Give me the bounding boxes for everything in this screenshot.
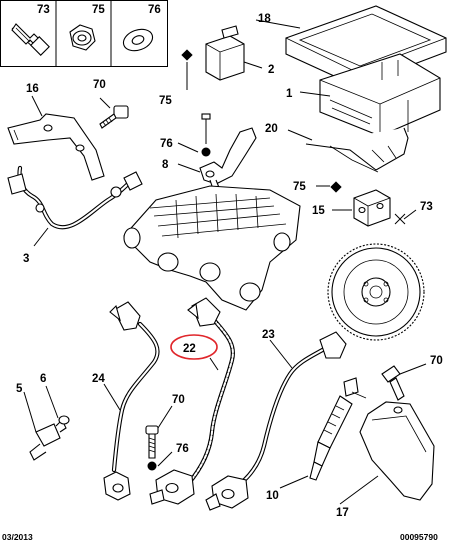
callout-18: 18 (258, 13, 271, 25)
leader-lines (23, 19, 427, 505)
sealing-washer (58, 415, 70, 425)
relay (205, 25, 245, 81)
callout-15: 15 (312, 205, 325, 217)
callout-23: 23 (262, 329, 275, 341)
legend-label-bolt: 73 (37, 4, 50, 16)
footer-date: 03/2013 (2, 532, 33, 542)
callout-6: 6 (40, 373, 46, 385)
speed-sensor-harness (103, 301, 160, 501)
callout-70: 70 (172, 394, 185, 406)
callout-76: 76 (176, 443, 189, 455)
heat-shield (359, 401, 435, 501)
engine-ecu-assembly (285, 5, 447, 173)
vacuum-hose (7, 165, 143, 230)
callout-73: 73 (420, 201, 433, 213)
callout-75: 75 (159, 95, 172, 107)
callout-5: 5 (16, 383, 23, 395)
bolt-icon (99, 105, 129, 129)
bolt-icon (11, 23, 50, 56)
square-nut-icon (330, 181, 342, 193)
callout-8: 8 (162, 159, 169, 171)
callout-labels: 18 2 75 1 16 70 76 8 20 75 15 73 3 22 23… (16, 13, 443, 519)
callout-70: 70 (93, 79, 106, 91)
bolt-icon (381, 365, 405, 401)
flange-nut-icon (69, 24, 96, 51)
bolt-cross-icon (394, 213, 406, 225)
legend-label-nut: 75 (92, 4, 105, 16)
callout-20: 20 (265, 123, 278, 135)
square-nut-icon (181, 49, 193, 61)
callout-16: 16 (26, 83, 39, 95)
callout-76: 76 (160, 138, 173, 150)
fastener-legend-table: 73 75 76 (0, 0, 168, 67)
sensor-bracket (353, 189, 391, 227)
sensor-screw (145, 425, 159, 471)
footer-reference: 00095790 (400, 532, 438, 542)
injector (309, 377, 367, 481)
crankshaft-sensor-harness (149, 297, 235, 505)
callout-70: 70 (430, 355, 443, 367)
flywheel (327, 243, 425, 341)
cam-sensor-harness (205, 331, 347, 511)
temperature-sensor (29, 415, 70, 461)
callout-75: 75 (293, 181, 306, 193)
callout-22: 22 (183, 343, 196, 355)
callout-10: 10 (266, 490, 279, 502)
ecu-bracket (305, 127, 409, 171)
callout-17: 17 (336, 507, 349, 519)
callout-2: 2 (268, 64, 274, 76)
legend-label-washer: 76 (148, 4, 161, 16)
legend-frame (0, 0, 168, 67)
bracket (7, 113, 105, 181)
intake-manifold (123, 185, 301, 311)
cam-position-sensor (199, 113, 257, 193)
washer-icon (122, 28, 154, 52)
highlight-circle (170, 334, 218, 360)
callout-3: 3 (23, 253, 29, 265)
callout-24: 24 (92, 373, 105, 385)
callout-1: 1 (286, 88, 293, 100)
